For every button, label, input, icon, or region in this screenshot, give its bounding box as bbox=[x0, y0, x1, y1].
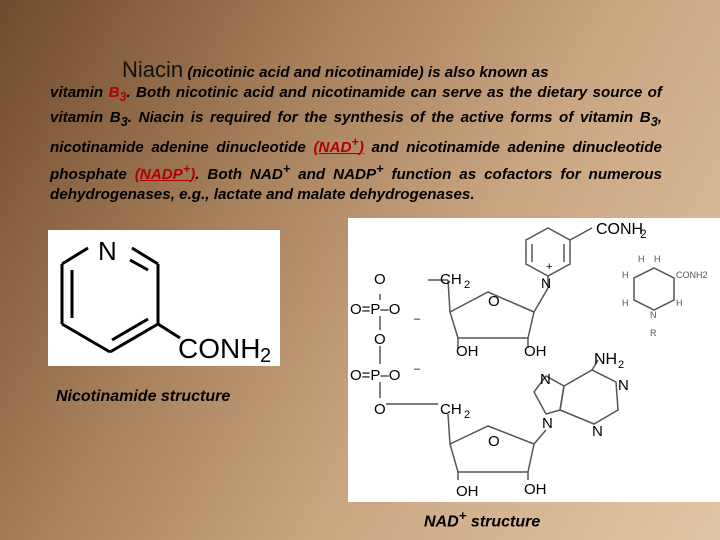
link-text: ) bbox=[190, 165, 196, 183]
nad-ch2b-sub: 2 bbox=[464, 409, 470, 421]
inset-conh2: CONH2 bbox=[676, 270, 708, 280]
nad-nh2: NH bbox=[594, 351, 617, 368]
inset-h3: H bbox=[622, 270, 629, 280]
nad-nh2-sub: 2 bbox=[618, 359, 624, 371]
text-fragment: and NADP bbox=[290, 165, 377, 183]
nad-minus2: – bbox=[414, 363, 421, 375]
inset-h1: H bbox=[638, 254, 645, 264]
inset-n: N bbox=[650, 310, 657, 320]
link-text: (NAD bbox=[313, 139, 352, 157]
nad-n3: N bbox=[542, 415, 553, 432]
inset-h2: H bbox=[654, 254, 661, 264]
link-text: ) bbox=[358, 139, 364, 157]
subscript: 3 bbox=[650, 114, 658, 129]
nad-caption-rest: structure bbox=[466, 513, 541, 531]
text-fragment: , nicotinamide adenine dinucleotide bbox=[50, 108, 663, 157]
superscript: + bbox=[376, 161, 384, 176]
nad-p1: O=P–O bbox=[350, 301, 400, 318]
nad-n1: N bbox=[540, 371, 551, 388]
superscript: + bbox=[182, 161, 191, 176]
nad-n2: N bbox=[618, 377, 629, 394]
nad-p2: O=P–O bbox=[350, 367, 400, 384]
nad-caption: NAD+ structure bbox=[424, 508, 540, 531]
nadp-link[interactable]: (NADP+) bbox=[134, 162, 196, 183]
text-fragment: function as cofactors for numerous dehyd… bbox=[50, 165, 662, 204]
nad-conh-sub: 2 bbox=[640, 227, 647, 241]
nad-ring-o2: O bbox=[488, 433, 500, 450]
nad-ch2a-sub: 2 bbox=[464, 279, 470, 291]
nad-link[interactable]: (NAD+) bbox=[313, 135, 364, 157]
link-text: (NADP bbox=[134, 165, 183, 183]
text-fragment: . Both NAD bbox=[195, 165, 283, 183]
text-fragment: . Niacin is required for the synthesis o… bbox=[127, 108, 651, 126]
title-subtitle: (nicotinic acid and nicotinamide) is als… bbox=[187, 64, 549, 81]
inset-h5: H bbox=[676, 298, 683, 308]
description-paragraph: Niacin (nicotinic acid and nicotinamide)… bbox=[50, 57, 663, 206]
nad-n4: N bbox=[592, 423, 603, 440]
nad-o2: O bbox=[374, 331, 386, 348]
nad-caption-text: NAD bbox=[424, 513, 459, 531]
nad-o3: O bbox=[374, 401, 386, 418]
subscript: 3 bbox=[120, 114, 128, 129]
nad-plus-charge: + bbox=[546, 261, 552, 273]
nicotinamide-caption: Nicotinamide structure bbox=[56, 388, 231, 405]
nad-structure-image: CONH 2 N + O CH 2 O O=P–O – O O=P–O – O … bbox=[348, 218, 720, 502]
nad-o1: O bbox=[374, 271, 386, 288]
nicotinamide-diagram: N CONH 2 bbox=[60, 236, 271, 367]
nad-ch2a: CH bbox=[440, 271, 462, 288]
ring-nitrogen: N bbox=[98, 236, 117, 266]
text-fragment: vitamin bbox=[50, 84, 109, 102]
vitamin-b3-red: B bbox=[108, 84, 120, 102]
superscript: + bbox=[351, 135, 359, 150]
nad-nplus: N bbox=[541, 275, 551, 291]
superscript: + bbox=[282, 161, 291, 176]
nad-ch2b: CH bbox=[440, 401, 462, 418]
inset-r: R bbox=[650, 328, 657, 338]
nad-oh4: OH bbox=[524, 481, 547, 498]
nad-oh1: OH bbox=[456, 343, 479, 360]
nad-ring-o1: O bbox=[488, 293, 500, 310]
conh2-subscript: 2 bbox=[260, 345, 271, 366]
title-niacin: Niacin bbox=[122, 57, 184, 82]
text-fragment: and nicotinamide adenine dinucleotide ph… bbox=[50, 139, 662, 183]
subscript: 3 bbox=[119, 90, 127, 105]
conh2-group: CONH bbox=[178, 333, 260, 364]
nad-minus1: – bbox=[414, 313, 421, 325]
nicotinamide-structure-image: N CONH 2 bbox=[48, 230, 280, 367]
text-fragment: . Both nicotinic acid and nicotinamide c… bbox=[50, 84, 662, 126]
nad-oh2: OH bbox=[524, 343, 547, 360]
nad-diagram: CONH 2 N + O CH 2 O O=P–O – O O=P–O – O … bbox=[350, 221, 708, 500]
nad-caption-sup: + bbox=[458, 508, 467, 523]
inset-h4: H bbox=[622, 298, 629, 308]
nad-oh3: OH bbox=[456, 483, 479, 500]
nad-conh: CONH bbox=[596, 221, 643, 238]
